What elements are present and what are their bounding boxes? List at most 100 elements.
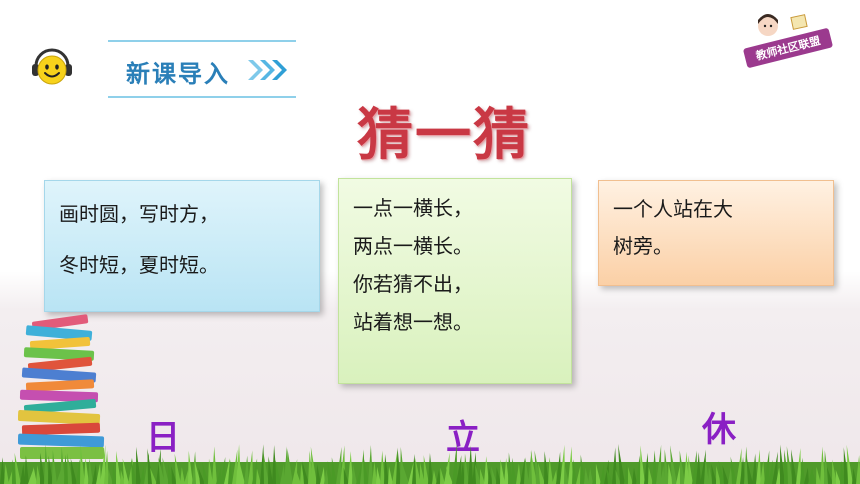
grass-blade [652, 450, 657, 484]
riddle-line: 冬时短，夏时短。 [59, 253, 219, 277]
grass-blade [740, 456, 745, 484]
grass-blade [508, 452, 513, 484]
grass-blade [260, 444, 265, 484]
grass-blade [275, 459, 281, 484]
grass-blade [150, 467, 157, 484]
grass-blade [468, 445, 473, 484]
grass-blade [584, 467, 589, 484]
grass-blade [628, 466, 633, 484]
grass-blade [136, 446, 141, 484]
page-title: 猜一猜 [357, 102, 531, 168]
grass-blade [832, 459, 837, 484]
grass-blade [708, 466, 713, 484]
grass-blade [530, 451, 537, 484]
riddle-card-rest: 一个人站在大 树旁。 [598, 180, 834, 286]
grass-blade [556, 451, 561, 484]
grass-blade [331, 457, 337, 484]
grass-blade [446, 465, 453, 484]
grass-blade [843, 447, 849, 484]
grass-blade [835, 469, 841, 484]
grass-blade [456, 455, 462, 484]
grass-blade [791, 449, 797, 484]
grass-blade [216, 466, 222, 484]
grass-blade [198, 467, 205, 484]
grass-blade [786, 446, 793, 484]
grass-blade [232, 449, 238, 484]
grass-blade [372, 461, 377, 484]
grass-blade [70, 458, 77, 484]
grass-blade [796, 448, 801, 484]
grass-blade [516, 463, 521, 484]
grass-blade [816, 466, 821, 484]
grass-blade [256, 468, 261, 484]
grass-blade [84, 457, 89, 484]
answer-rest: 休 [702, 410, 736, 450]
smiley-headphones-icon [32, 48, 72, 85]
grass-blade [184, 469, 189, 484]
grass-blade [632, 467, 637, 484]
grass-blade [168, 464, 173, 484]
grass-blade [112, 464, 117, 484]
grass-blade [340, 445, 345, 484]
grass-blade [44, 444, 49, 484]
grass-blade [504, 458, 509, 484]
grass-blade [108, 469, 113, 484]
grass-blade [512, 457, 517, 484]
grass-blade [756, 449, 761, 484]
grass-blade [263, 452, 269, 484]
grass-blade [524, 457, 529, 484]
grass-blade [696, 452, 701, 484]
grass-blade [188, 450, 193, 484]
riddle-line: 两点一横长。 [353, 234, 473, 258]
grass-blade [552, 469, 557, 484]
grass-blade [96, 462, 101, 484]
grass-blade [76, 459, 81, 484]
grass-blade [310, 446, 317, 484]
grass-blade [343, 467, 349, 484]
grass-blade [384, 454, 389, 484]
grass-blade [700, 449, 706, 484]
section-title: 新课导入 [126, 60, 230, 88]
grass-blade [302, 461, 309, 484]
grass-blade [722, 465, 729, 484]
grass-blade [415, 457, 421, 484]
grass-blade [520, 458, 525, 484]
grass-blade [92, 463, 97, 484]
grass-blade [238, 458, 245, 484]
grass-blade [88, 458, 93, 484]
grass-blade [287, 448, 293, 484]
grass-blade [80, 445, 85, 484]
grass-blade [856, 454, 860, 484]
grass-blade [576, 465, 581, 484]
grass-blade [692, 450, 697, 484]
grass-blade [8, 467, 14, 484]
grass-blade [588, 467, 593, 484]
grass-blade [718, 461, 725, 484]
grass-blade [208, 458, 213, 484]
grass-blade [363, 454, 369, 484]
grass-blade [428, 452, 433, 484]
grass-blade [544, 451, 549, 484]
grass-blade [212, 446, 217, 484]
grass-blade [648, 466, 653, 484]
grass-blade [436, 469, 441, 484]
grass-blade [348, 451, 353, 484]
grass-blade [40, 452, 45, 484]
grass-blade [780, 444, 785, 484]
grass-blade [116, 450, 121, 484]
riddle-line: 一点一横长， [353, 196, 473, 220]
grass-blade [4, 463, 9, 484]
grass-blade [768, 459, 773, 484]
grass-blade [776, 467, 781, 484]
grass-blade [295, 467, 301, 484]
grass-blade [64, 454, 69, 484]
grass-blade [171, 466, 177, 484]
grass-blade [432, 469, 437, 484]
grass-blade [730, 456, 737, 484]
grass-blade [120, 469, 125, 484]
grass-blade [496, 467, 501, 484]
grass-blade [32, 466, 37, 484]
grass-blade [174, 453, 181, 484]
grass-blade [764, 450, 770, 484]
grass-blade [194, 460, 201, 484]
